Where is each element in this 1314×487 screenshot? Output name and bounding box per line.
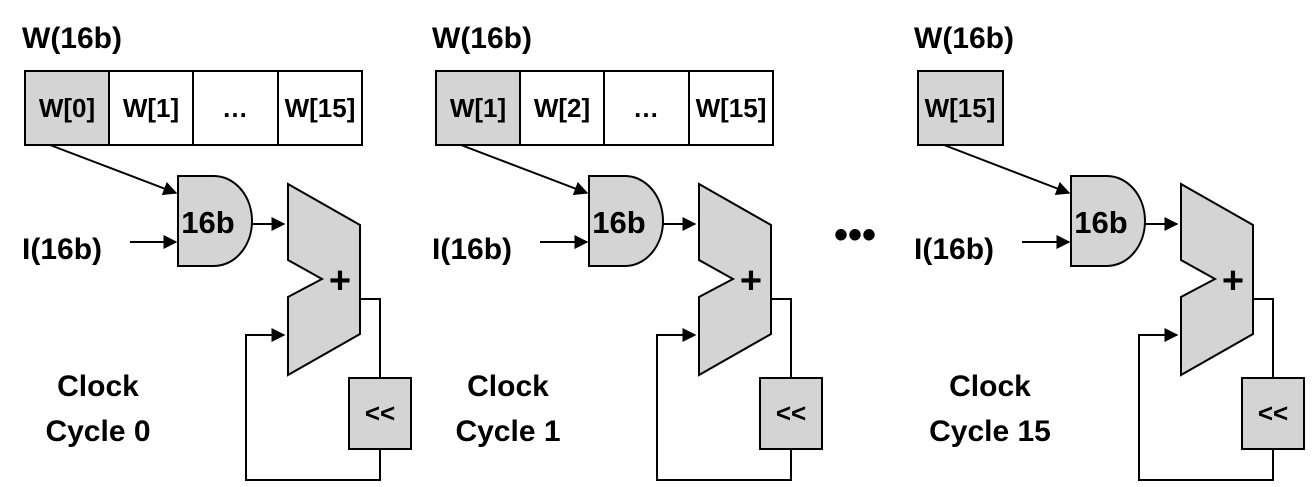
and-gate-label: 16b [1074,205,1127,240]
feedback-wire [656,328,792,481]
adder-output-wire [1253,298,1274,378]
weight-cell-label: W[1] [450,93,506,123]
stage-cycle-1: W(16b) W[1] W[2] … W[15] I(16b) 16b + <<… [432,22,823,481]
weight-cell [688,70,774,146]
weight-register: W[1] W[2] … W[15] [435,70,774,146]
weight-cell [277,70,363,146]
adder [698,182,772,377]
shift-register [1241,377,1305,450]
clock-label-line2: Cycle 15 [929,415,1051,448]
stage-cycle-15: W(16b) W[15] I(16b) 16b + << Clock Cycle… [914,22,1305,481]
adder-output-wire [771,298,792,378]
weight-cell [108,70,194,146]
clock-label-line1: Clock [467,370,549,403]
adder-output-wire [360,298,381,378]
weight-bit-wire [943,144,1071,196]
shift-label: << [365,398,395,428]
adder [1180,182,1254,377]
ellipsis-dots: ••• [834,213,876,257]
weight-cell [603,70,690,146]
clock-label-line1: Clock [57,370,139,403]
feedback-wire [1138,328,1274,481]
weight-cell-active [917,70,1004,146]
stage-cycle-0: W(16b) W[0] W[1] … W[15] I(16b) 16b + <<… [22,22,412,481]
adder-label: + [329,260,351,302]
and-gate [177,175,253,267]
weight-cell-label: … [633,93,659,123]
weight-cell-label: W[1] [123,93,179,123]
adder-label: + [740,260,762,302]
and-gate-label: 16b [592,205,645,240]
and-gate-label: 16b [181,205,234,240]
and-gate [1070,175,1146,267]
weight-register: W[0] W[1] … W[15] [24,70,363,146]
weight-cell-active [24,70,110,146]
weight-cell-label: W[0] [39,93,95,123]
clock-label-line1: Clock [949,370,1031,403]
shift-register [759,377,823,450]
feedback-wire [245,328,381,481]
clock-label-line2: Cycle 0 [45,415,150,448]
shift-label: << [776,398,806,428]
weight-cell-label: W[2] [534,93,590,123]
weight-bit-wire [49,144,178,196]
weight-label: W(16b) [914,22,1014,55]
weight-label: W(16b) [432,22,532,55]
weight-cell [192,70,279,146]
weight-cell-label: … [222,93,248,123]
shift-label: << [1258,398,1288,428]
weight-register: W[15] [917,70,1004,146]
input-label: I(16b) [914,233,994,266]
weight-label: W(16b) [22,22,122,55]
weight-cell-label: W[15] [696,93,767,123]
adder [287,182,361,377]
input-label: I(16b) [432,233,512,266]
adder-label: + [1222,260,1244,302]
and-gate [588,175,664,267]
input-label: I(16b) [22,233,102,266]
weight-bit-wire [460,144,589,196]
weight-cell-label: W[15] [925,93,996,123]
clock-label-line2: Cycle 1 [455,415,560,448]
weight-cell-label: W[15] [285,93,356,123]
